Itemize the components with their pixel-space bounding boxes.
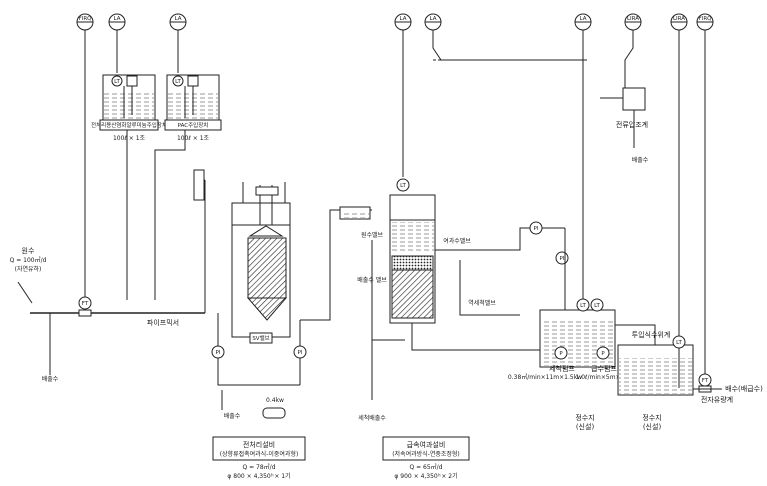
pre-subtitle: (상향류접촉여과식-이중여과형) (220, 450, 299, 458)
pressure-indicator-right: PI (293, 345, 307, 359)
wash-pump-spec: 0.38㎥/min×11m×1.5kw (508, 373, 582, 381)
instrument-lira-2: LIRA (670, 13, 688, 337)
raw-water-flow: Q = 100㎥/d (10, 256, 47, 264)
pre-dimensions: φ 800 × 4,350 ͪ × 1기 (227, 472, 290, 480)
blower-motor: 0.4kw (262, 397, 286, 419)
drain-right-label: 배출수 (632, 156, 649, 164)
lira-2-tag: LIRA (673, 16, 685, 22)
filt-subtitle: (저속여과방식-연중조정형) (392, 450, 460, 458)
dosing-2-lt: LT (175, 79, 181, 85)
backwash-drain-label: 세척배출수 (358, 414, 386, 422)
clear-well-1: LT LT P P (539, 298, 616, 368)
filter-lt-tag: LT (400, 183, 406, 189)
dosing-tank-1: LT 전처리용산염화알루미늄주입장치 100ℓ × 1조 (91, 74, 167, 142)
filter-pi-2-tag: PI (560, 256, 565, 262)
instrument-la-3: LA (394, 13, 412, 177)
pi-left-tag: PI (216, 350, 221, 356)
flow-transmitter-left: FT (78, 296, 92, 317)
dosing-tank-2: LT PAC주입장치 100ℓ × 1조 (164, 74, 222, 142)
fiq-right-tag: FIRQ (699, 16, 713, 22)
pipe-mixer-label: 파이프믹서 (147, 318, 179, 327)
filter-pi-2: PI (555, 251, 569, 265)
wash-pump-label: 세척펌프 (549, 364, 575, 373)
pressure-indicator-left: PI (211, 345, 225, 359)
filt-flow: Q = 65㎥/d (409, 463, 442, 471)
filter-pi: PI (529, 221, 543, 235)
la-5-tag: LA (580, 16, 587, 22)
feed-pump-icon: P (601, 351, 605, 357)
feed-pump-spec: 1.0ℓ/min×5m×0.4kw (576, 374, 639, 381)
level-control-label: 전류압조계 (616, 120, 648, 129)
out-water-label: 배수(배급수) (725, 384, 763, 393)
la-1-tag: LA (114, 16, 121, 22)
pre-title: 전처리설비 (243, 440, 275, 449)
flowmeter-label: 전자유량계 (701, 395, 733, 404)
rapid-filter: LT (339, 178, 436, 324)
instrument-la-1: LA (108, 13, 126, 73)
pi-right-tag: PI (298, 350, 303, 356)
sv-valve-label: SV밸브 (252, 334, 269, 342)
dosing-1-lt: LT (114, 79, 120, 85)
raw-water-label: 원수 (22, 246, 35, 255)
clear-well-2-label: 정수지 (642, 413, 661, 422)
level-control-box: 전류압조계 배출수 (600, 87, 649, 164)
wash-pump-icon: P (559, 351, 563, 357)
fiq-left-tag: FIRQ (79, 16, 93, 22)
instrument-fiq-left: FIRQ (76, 13, 94, 300)
filt-title: 급속여과설비 (407, 440, 446, 449)
instrument-la-4: LA (424, 13, 587, 61)
drain-left-label: 배출수 (42, 375, 59, 383)
clear-well-1-label: 정수지 (575, 413, 594, 422)
dosing-2-label: PAC주입장치 (178, 121, 209, 129)
raw-water-note: (자연유하) (15, 265, 42, 273)
inflow-valve-label: 원수밸브 (361, 231, 384, 239)
pretreatment-caption: 전처리설비 (상향류접촉여과식-이중여과형) Q = 78㎥/d φ 800 ×… (212, 436, 306, 480)
cw2-lt-tag: LT (676, 340, 682, 346)
cw1-lt2-tag: LT (594, 303, 600, 309)
clear-well-2-sub: (신설) (643, 422, 662, 431)
clear-well-2: LT (617, 335, 694, 396)
instrument-la-5: LA (574, 13, 592, 300)
ft-left-tag: FT (82, 301, 89, 307)
filter-caption: 급속여과설비 (저속여과방식-연중조정형) Q = 65㎥/d φ 900 × … (382, 436, 470, 480)
la-4-tag: LA (430, 16, 437, 22)
cw1-lt-tag: LT (580, 303, 586, 309)
lira-1-tag: LIRA (627, 16, 639, 22)
treated-valve-label: 여과수밸브 (443, 237, 471, 245)
dosing-1-capacity: 100ℓ × 1조 (113, 135, 146, 142)
filt-dimensions: φ 900 × 4,350 ͪ × 2기 (394, 472, 457, 480)
clear-well-1-sub: (신설) (576, 422, 595, 431)
motor-label: 0.4kw (266, 397, 284, 404)
instrument-la-2: LA (169, 13, 187, 73)
pre-flow: Q = 78㎥/d (242, 463, 275, 471)
instrument-fiq-right: FIRQ (696, 13, 714, 374)
feed-pump-label: 급수펌프 (591, 364, 617, 373)
filter-pi-tag: PI (534, 226, 539, 232)
drain-mid-label: 배출수 (224, 412, 241, 420)
dosing-2-capacity: 100ℓ × 1조 (177, 135, 210, 142)
la-3-tag: LA (400, 16, 407, 22)
ft-right-tag: FT (702, 378, 709, 384)
instrument-lira-1: LIRA (624, 13, 642, 88)
backwash-valve-label: 역세척밸브 (468, 299, 496, 307)
dosing-1-label: 전처리용산염화알루미늄주입장치 (91, 121, 167, 129)
raw-water-inlet: 원수 Q = 100㎥/d (자연유하) 배출수 (10, 246, 205, 383)
la-2-tag: LA (175, 16, 182, 22)
inlet-level-label: 투입식수위계 (632, 330, 671, 339)
pretreatment-vessel: SV밸브 (193, 169, 291, 344)
